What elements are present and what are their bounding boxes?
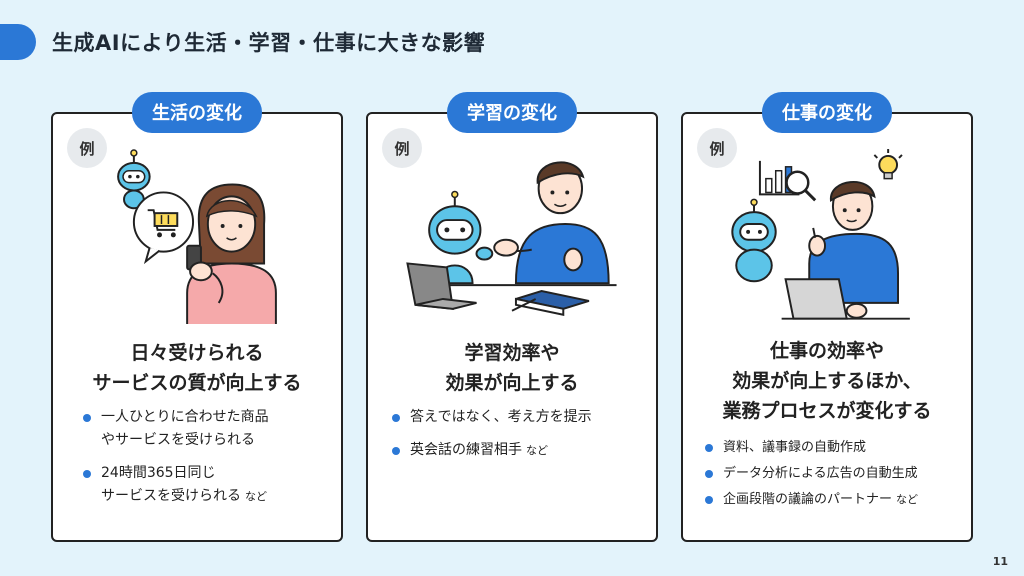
title-accent-bar — [0, 24, 36, 60]
list-item: 英会話の練習相手など — [392, 439, 592, 462]
learning-illustration — [406, 161, 617, 316]
bullet-list: 資料、議事録の自動作成 データ分析による広告の自動生成 企画段階の議論のパートナ… — [705, 438, 918, 516]
page-title: 生成AIにより生活・学習・仕事に大きな影響 — [52, 31, 486, 55]
example-badge: 例 — [697, 128, 737, 168]
page-number: 11 — [992, 555, 1008, 568]
list-item: データ分析による広告の自動生成 — [705, 464, 918, 484]
life-illustration — [117, 149, 277, 324]
shopping-cart-icon — [147, 209, 179, 238]
card-headline: 学習効率や 効果が向上する — [445, 342, 579, 394]
list-item: 企画段階の議論のパートナーなど — [705, 490, 918, 510]
list-item: 一人ひとりに合わせた商品 やサービスを受けられる — [83, 406, 269, 452]
card-label: 学習の変化 — [447, 92, 577, 133]
list-item: 答えではなく、考え方を提示 — [392, 406, 592, 429]
laptop-icon — [781, 278, 910, 320]
robot-icon — [731, 198, 777, 283]
card-headline: 日々受けられる サービスの質が向上する — [92, 342, 302, 394]
list-item: 資料、議事録の自動作成 — [705, 438, 918, 458]
woman-icon — [186, 183, 277, 324]
lightbulb-icon — [873, 149, 903, 180]
man-icon — [493, 161, 610, 285]
card-label: 生活の変化 — [132, 92, 262, 133]
example-badge: 例 — [67, 128, 107, 168]
example-badge: 例 — [382, 128, 422, 168]
card-life: 生活の変化 例 日々受けられる サービスの質が向上する 一人ひとりに合わせた商品… — [51, 92, 343, 542]
bullet-list: 一人ひとりに合わせた商品 やサービスを受けられる 24時間365日同じ サービス… — [83, 406, 269, 518]
book-icon — [511, 290, 590, 316]
card-label: 仕事の変化 — [762, 92, 892, 133]
work-illustration — [731, 149, 910, 320]
card-learning: 学習の変化 例 学習効率や 効果が向上する 答えではなく、考え方を提示 英会話の… — [366, 92, 658, 542]
card-headline: 仕事の効率や 効果が向上するほか、 業務プロセスが変化する — [722, 340, 932, 422]
list-item: 24時間365日同じ サービスを受けられるなど — [83, 462, 269, 508]
magnifier-icon — [785, 170, 817, 202]
robot-icon — [117, 149, 151, 210]
card-work: 仕事の変化 例 仕事の効率や 効果が向上するほか、 業務プロセスが変化する 資料… — [681, 92, 973, 542]
bullet-list: 答えではなく、考え方を提示 英会話の練習相手など — [392, 406, 592, 472]
laptop-icon — [406, 262, 477, 310]
